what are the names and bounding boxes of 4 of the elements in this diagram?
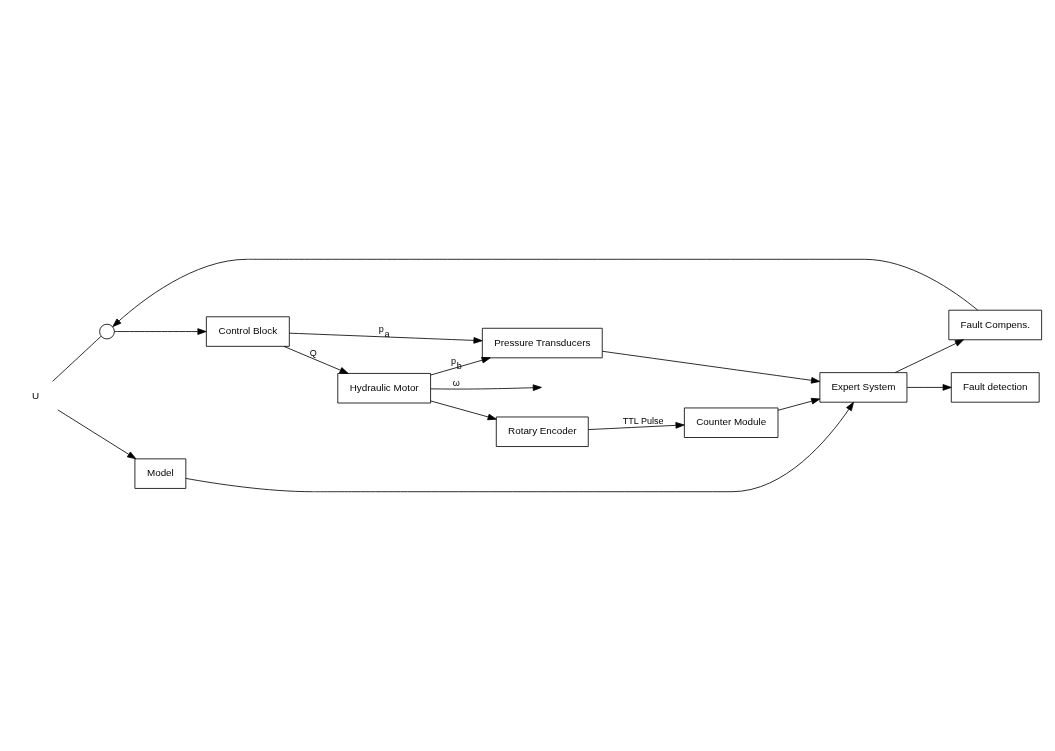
edge-label: ω <box>452 378 460 389</box>
node-text: U <box>31 389 40 401</box>
edge-label: Q <box>309 348 317 359</box>
edge-label: TTL Pulse <box>622 416 664 427</box>
